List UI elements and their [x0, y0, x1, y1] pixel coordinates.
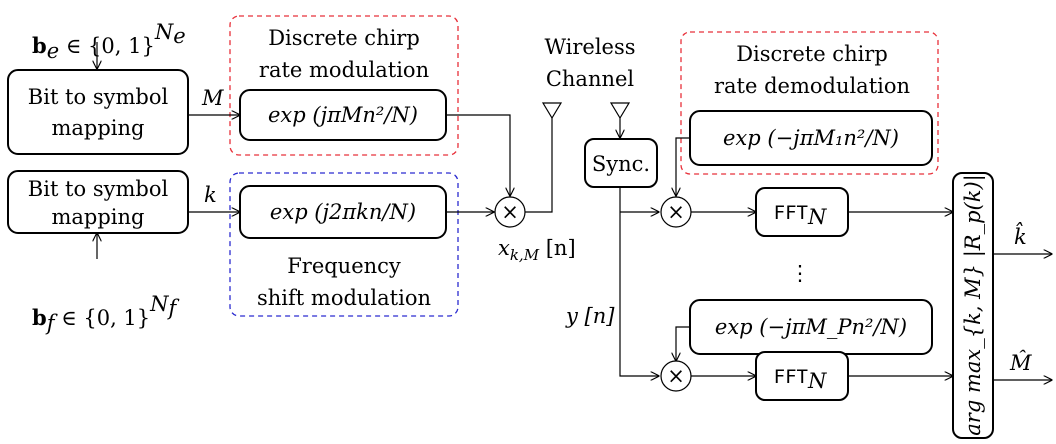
mapping-top-line1: Bit to symbol [28, 85, 169, 109]
frequency-modulation-group-frame [229, 172, 459, 317]
freq-mod-block: exp (j2πkn/N) [239, 185, 447, 239]
branch-ellipsis: ⋮ [790, 261, 811, 285]
rx-antenna-icon [609, 102, 631, 120]
rx-multiplier-P: × [660, 360, 692, 392]
freq-mod-label-line1: Frequency [287, 254, 401, 278]
demod-1-formula: exp (−jπM₁n²/N) [723, 126, 899, 150]
fft-block-P: FFTN [755, 351, 849, 401]
mapping-block-bottom: Bit to symbol mapping [7, 170, 189, 234]
sync-block: Sync. [584, 138, 658, 188]
rx-multiplier-P-symbol: × [667, 364, 685, 388]
output-k-label: k̂ [1014, 222, 1027, 249]
channel-label-line2: Channel [546, 67, 635, 91]
rx-multiplier-1: × [660, 196, 692, 228]
mapping-bottom-line1: Bit to symbol [28, 177, 169, 201]
chirp-modulation-group-frame [229, 15, 459, 156]
tx-to-antenna-wire [525, 118, 553, 213]
chirp-demodulation-group-frame [680, 31, 939, 175]
demod-block-P: exp (−jπM_Pn²/N) [689, 299, 933, 355]
tx-antenna-icon [541, 102, 563, 120]
freq-mod-label-line2: shift modulation [257, 286, 431, 310]
input-bits-f: bf ∈ {0, 1}Nf [32, 292, 180, 335]
tx-signal-label: xk,M [n] [498, 236, 576, 264]
chirp-demod-label-line1: Discrete chirp [736, 42, 888, 66]
chirp-demod-label-line2: rate demodulation [714, 74, 910, 98]
sync-label: Sync. [592, 152, 650, 176]
chirp-mod-label-line1: Discrete chirp [268, 26, 420, 50]
output-M-label: M̂ [1009, 351, 1032, 375]
tx-multiplier: × [494, 196, 526, 228]
fft-block-1: FFTN [755, 187, 849, 237]
chirp-mod-formula: exp (jπMn²/N) [268, 103, 418, 127]
chirp-mod-label-line2: rate modulation [259, 58, 429, 82]
symbol-k-label: k [204, 183, 217, 207]
demod1-to-mult-wire [676, 137, 690, 196]
tx-multiplier-symbol: × [501, 200, 519, 224]
fft-1-label: FFTN [774, 202, 827, 229]
chirp-to-mult-wire [446, 114, 510, 196]
demod-P-formula: exp (−jπM_Pn²/N) [715, 315, 907, 339]
chirp-mod-block: exp (jπMn²/N) [239, 89, 447, 141]
demodP-to-mult-wire [676, 326, 690, 361]
fft-P-label: FFTN [774, 366, 827, 393]
symbol-M-label: M [201, 86, 224, 110]
freq-mod-formula: exp (j2πkn/N) [270, 200, 416, 224]
mapping-block-top: Bit to symbol mapping [7, 69, 189, 155]
rx-trunk-wire [619, 187, 659, 376]
mapping-top-line2: mapping [51, 116, 144, 140]
rx-multiplier-1-symbol: × [667, 200, 685, 224]
channel-label-line1: Wireless [544, 35, 635, 59]
argmax-label: arg max_{k, M} |R_p(k)| [961, 174, 986, 435]
argmax-block: arg max_{k, M} |R_p(k)| [952, 172, 994, 439]
mapping-bottom-line2: mapping [51, 205, 144, 229]
rx-signal-label: y [n] [565, 304, 615, 328]
demod-block-1: exp (−jπM₁n²/N) [689, 110, 933, 166]
input-bits-e: be ∈ {0, 1}Ne [32, 20, 186, 63]
